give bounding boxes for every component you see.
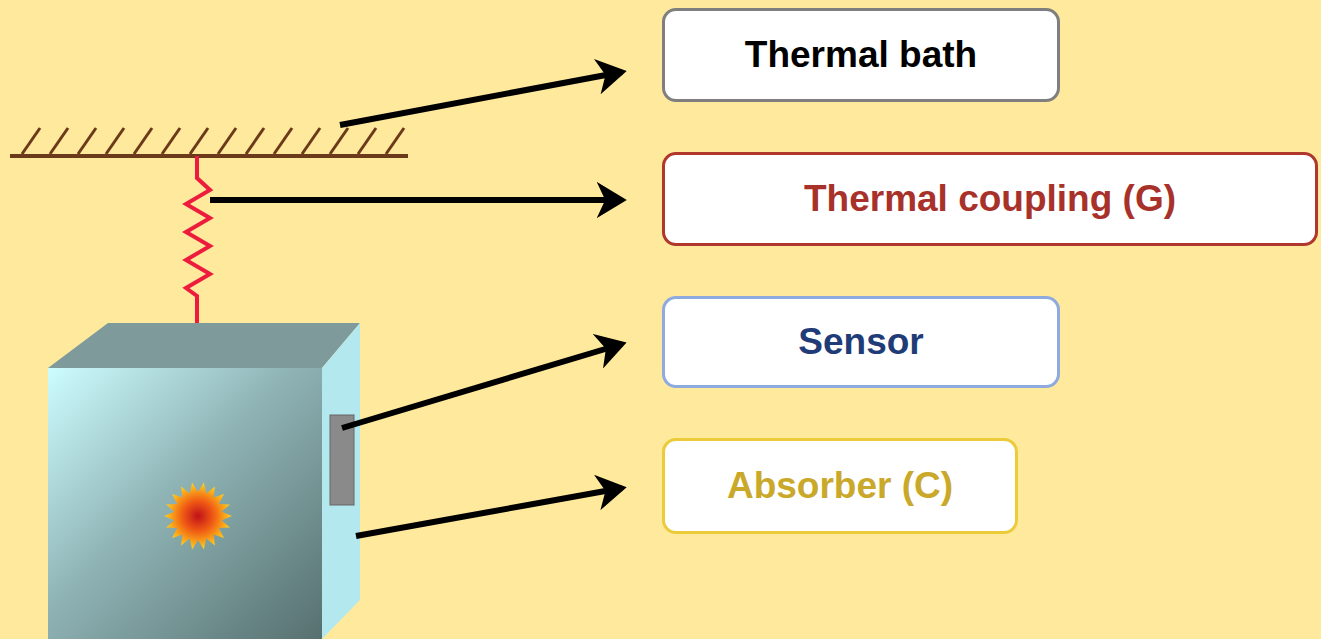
box-label: Thermal coupling (G) xyxy=(804,178,1176,220)
leader-arrow xyxy=(342,344,622,428)
hatch-stroke xyxy=(302,128,320,154)
bath-hatching xyxy=(22,128,404,154)
coupling-spring xyxy=(186,156,210,340)
label-box: Thermal bath xyxy=(662,8,1060,102)
hatch-stroke xyxy=(358,128,376,154)
bath-surface xyxy=(10,154,408,158)
hatch-stroke xyxy=(330,128,348,154)
hatch-stroke xyxy=(190,128,208,154)
hatch-stroke xyxy=(134,128,152,154)
particle-hit xyxy=(164,483,232,550)
hatch-stroke xyxy=(50,128,68,154)
label-box: Thermal coupling (G) xyxy=(662,152,1318,246)
hatch-stroke xyxy=(386,128,404,154)
box-label: Absorber (C) xyxy=(727,465,953,507)
label-box: Absorber (C) xyxy=(662,438,1018,534)
hatch-stroke xyxy=(274,128,292,154)
hatch-stroke xyxy=(106,128,124,154)
leader-arrow xyxy=(356,488,622,536)
absorber-top xyxy=(48,323,360,368)
box-label: Sensor xyxy=(798,321,923,363)
label-box: Sensor xyxy=(662,296,1060,388)
leader-arrow xyxy=(210,197,622,203)
absorber-side xyxy=(322,323,360,639)
hatch-stroke xyxy=(162,128,180,154)
hatch-stroke xyxy=(218,128,236,154)
box-label: Thermal bath xyxy=(745,34,977,76)
hatch-stroke xyxy=(78,128,96,154)
absorber-front xyxy=(48,368,322,639)
hatch-stroke xyxy=(22,128,40,154)
leader-arrow xyxy=(340,72,622,125)
hatch-stroke xyxy=(246,128,264,154)
